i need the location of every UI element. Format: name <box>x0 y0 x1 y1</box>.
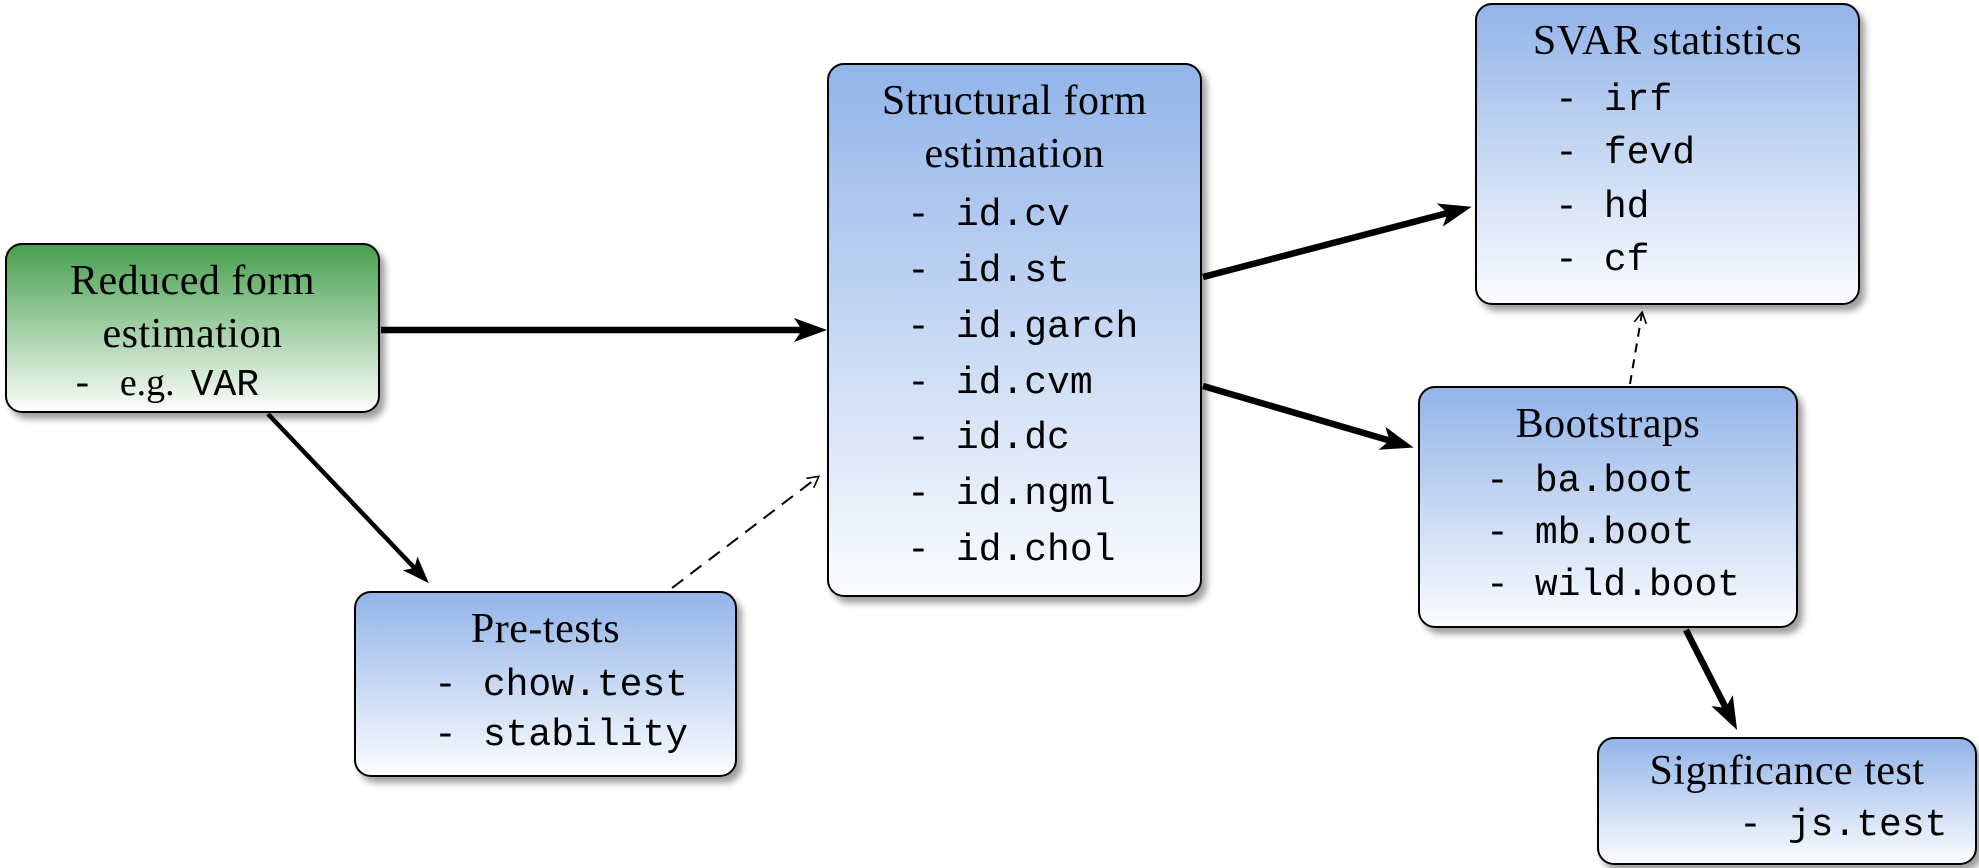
node-title: Signficance test <box>1599 739 1975 798</box>
item-code: wild.boot <box>1534 564 1741 607</box>
node-items: - ba.boot - mb.boot - wild.boot <box>1420 451 1796 616</box>
item-code: id.chol <box>955 529 1116 573</box>
node-title: Pre-tests <box>356 593 735 656</box>
item-bullet: - <box>71 364 94 407</box>
item-bullet: - <box>1555 239 1578 283</box>
item-code: id.ngml <box>955 473 1116 517</box>
node-significance-test: Signficance test - js.test <box>1597 737 1977 865</box>
item-bullet: - <box>434 714 457 758</box>
item-code: id.st <box>955 249 1070 293</box>
list-item: - id.cvm <box>907 362 1190 405</box>
list-item: - mb.boot <box>1486 512 1786 555</box>
item-bullet: - <box>1739 804 1762 847</box>
node-items: - e.g. VAR <box>7 361 378 407</box>
item-bullet: - <box>434 663 457 707</box>
item-code: hd <box>1603 185 1650 229</box>
item-code: mb.boot <box>1534 512 1695 555</box>
item-bullet: - <box>907 193 930 237</box>
item-code: stability <box>482 714 689 758</box>
edge-pretests-to-structural <box>671 475 821 589</box>
item-code: id.cv <box>955 193 1070 237</box>
item-code: id.garch <box>955 305 1139 349</box>
list-item: - chow.test <box>434 664 725 707</box>
item-code: js.test <box>1787 804 1948 847</box>
node-reduced-form-estimation: Reduced form estimation - e.g. VAR <box>5 243 380 413</box>
item-bullet: - <box>907 361 930 405</box>
edge-structural-to-bootstraps <box>1202 382 1414 450</box>
item-code: irf <box>1603 78 1673 122</box>
item-bullet: - <box>1555 132 1578 176</box>
node-title: SVAR statistics <box>1477 5 1858 68</box>
title-line: estimation <box>102 311 283 357</box>
title-line: Reduced form <box>69 258 316 304</box>
list-item: - id.ngml <box>907 473 1190 516</box>
list-item: - id.garch <box>907 306 1190 349</box>
item-bullet: - <box>1555 185 1578 229</box>
list-item: - id.dc <box>907 417 1190 460</box>
node-items: - js.test <box>1599 798 1975 853</box>
item-code: ba.boot <box>1534 460 1695 503</box>
edge-bootstraps-to-svar <box>1629 310 1648 385</box>
edge-bootstraps-to-significance <box>1683 628 1738 731</box>
item-code: cf <box>1603 239 1650 283</box>
item-bullet: - <box>907 529 930 573</box>
node-svar-statistics: SVAR statistics - irf - fevd - hd - cf <box>1475 3 1860 305</box>
list-item: - ba.boot <box>1486 460 1786 503</box>
item-code: VAR <box>190 364 260 407</box>
item-prefix: e.g. <box>119 362 175 404</box>
item-code: chow.test <box>482 663 689 707</box>
title-line: Pre-tests <box>470 606 621 652</box>
list-item: - cf <box>1555 239 1848 282</box>
list-item: - id.st <box>907 250 1190 293</box>
item-bullet: - <box>907 249 930 293</box>
item-bullet: - <box>1486 460 1509 503</box>
list-item: - js.test <box>1739 804 1965 847</box>
list-item: - hd <box>1555 186 1848 229</box>
node-structural-form-estimation: Structural form estimation - id.cv - id.… <box>827 63 1202 597</box>
title-line: Structural form <box>881 78 1148 124</box>
title-line: estimation <box>924 131 1105 177</box>
list-item: - id.cv <box>907 194 1190 237</box>
item-bullet: - <box>907 473 930 517</box>
title-line: Bootstraps <box>1515 401 1701 447</box>
title-line: SVAR statistics <box>1532 18 1803 64</box>
list-item: - irf <box>1555 79 1848 122</box>
item-bullet: - <box>1486 512 1509 555</box>
node-title: Structural form estimation <box>829 65 1200 181</box>
item-code: id.cvm <box>955 361 1093 405</box>
item-bullet: - <box>1555 78 1578 122</box>
list-item: - id.chol <box>907 529 1190 572</box>
list-item: - e.g. VAR <box>71 361 368 407</box>
item-code: fevd <box>1603 132 1696 176</box>
item-bullet: - <box>907 417 930 461</box>
node-items: - id.cv - id.st - id.garch - id.cvm - id… <box>829 181 1200 585</box>
edge-structural-to-svar <box>1202 203 1472 281</box>
item-bullet: - <box>907 305 930 349</box>
item-code: id.dc <box>955 417 1070 461</box>
edge-reduced-to-pretests <box>266 412 429 584</box>
list-item: - wild.boot <box>1486 564 1786 607</box>
node-title: Bootstraps <box>1420 388 1796 451</box>
node-bootstraps: Bootstraps - ba.boot - mb.boot - wild.bo… <box>1418 386 1798 628</box>
node-title: Reduced form estimation <box>7 245 378 361</box>
list-item: - stability <box>434 714 725 757</box>
node-items: - irf - fevd - hd - cf <box>1477 68 1858 293</box>
list-item: - fevd <box>1555 132 1848 175</box>
node-items: - chow.test - stability <box>356 656 735 765</box>
node-pre-tests: Pre-tests - chow.test - stability <box>354 591 737 777</box>
title-line: Signficance test <box>1649 748 1925 794</box>
item-bullet: - <box>1486 564 1509 607</box>
